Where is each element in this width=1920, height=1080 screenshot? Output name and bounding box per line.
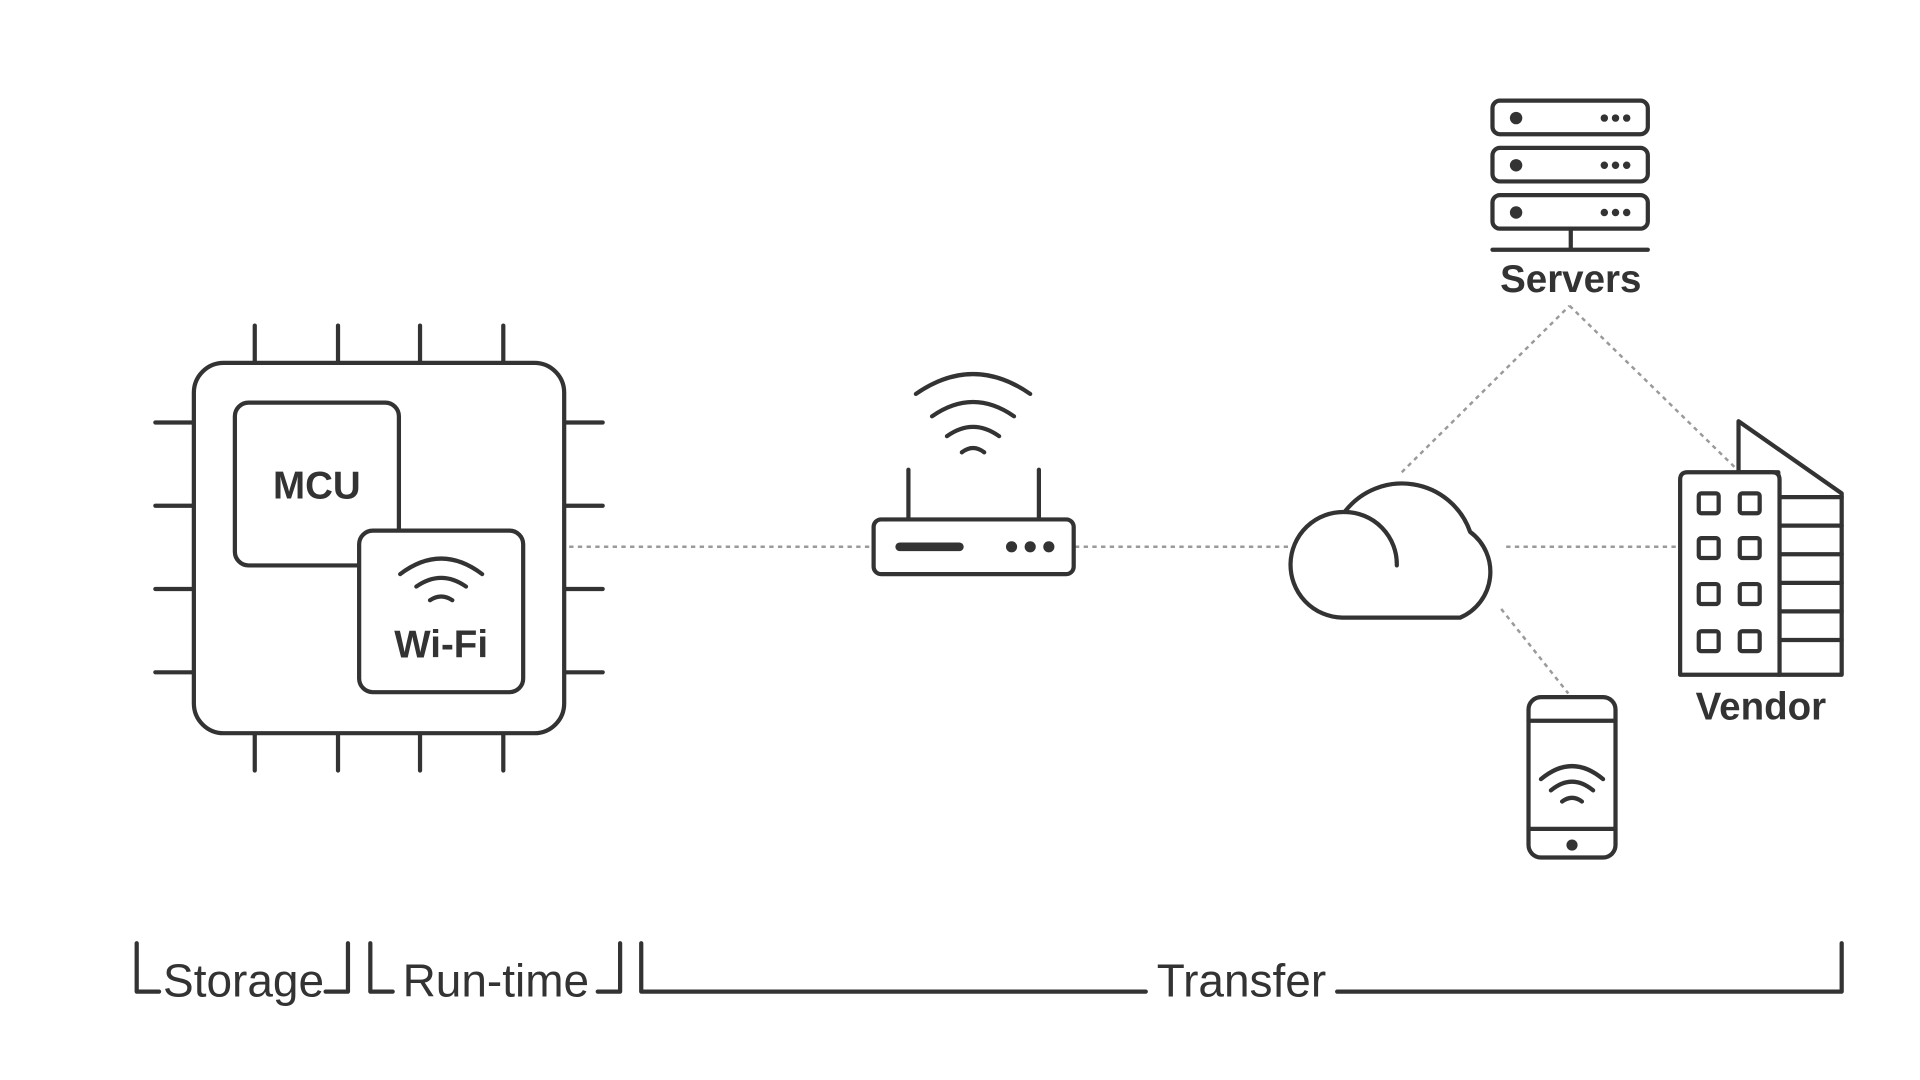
- servers-label: Servers: [1500, 258, 1641, 301]
- chip-icon: MCU Wi-Fi: [153, 323, 605, 773]
- transfer-bracket-right: [1335, 941, 1844, 994]
- wifi-label: Wi-Fi: [394, 623, 488, 666]
- building-icon: [1678, 419, 1844, 677]
- smartphone-icon: [1526, 695, 1618, 860]
- connector-cloud-servers: [1400, 304, 1571, 474]
- storage-bracket-right: [323, 941, 351, 994]
- connector-servers-vendor: [1568, 304, 1739, 471]
- server-rack-icon: [1490, 98, 1650, 252]
- cloud-icon: [1288, 481, 1493, 620]
- wifi-icon: [398, 556, 485, 603]
- runtime-bracket-right: [595, 941, 623, 994]
- router-icon: [871, 371, 1076, 577]
- runtime-label: Run-time: [403, 955, 589, 1007]
- wifi-block: [357, 528, 526, 695]
- runtime-bracket-left: [368, 941, 395, 994]
- mcu-block: [232, 400, 402, 568]
- transfer-bracket-left: [639, 941, 1148, 994]
- phase-brackets: [134, 941, 1844, 994]
- connectors: [569, 304, 1739, 695]
- mcu-label: MCU: [273, 464, 361, 507]
- storage-bracket-left: [134, 941, 162, 994]
- transfer-label: Transfer: [1157, 955, 1326, 1007]
- vendor-label: Vendor: [1696, 686, 1827, 729]
- storage-label: Storage: [163, 955, 324, 1007]
- connector-cloud-phone: [1500, 608, 1570, 695]
